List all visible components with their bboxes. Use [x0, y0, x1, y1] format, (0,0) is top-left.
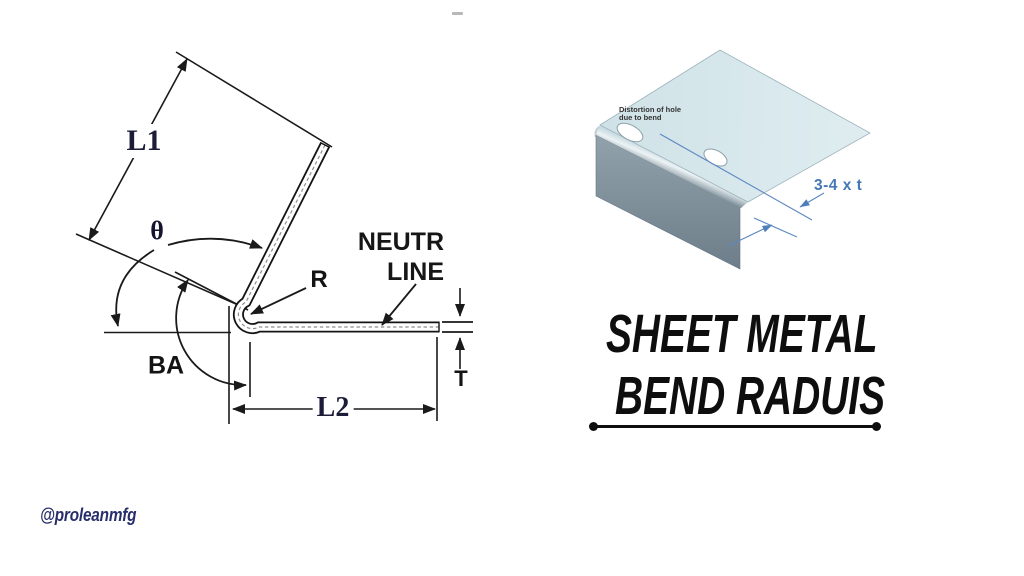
theta-arc-right — [167, 237, 263, 249]
bend-allowance-label: BA — [147, 351, 185, 380]
neutral-line-label-1: NEUTR — [357, 228, 444, 256]
neutral-line-label-2: LINE — [387, 258, 444, 286]
title-underline — [589, 422, 881, 431]
title-line-1: SHEET METAL — [606, 304, 878, 364]
title-line-2: BEND RADUIS — [615, 366, 886, 426]
theta-arc-left — [110, 249, 155, 327]
ba-arc — [175, 279, 247, 391]
underline-dot-right — [872, 422, 881, 431]
bracket-hole-distorted — [616, 122, 644, 143]
hole-distortion-annotation-line2: due to bend — [619, 112, 662, 122]
hole-distortion-annotation-line1: Distortion of hole — [619, 105, 682, 114]
extension-line-top — [175, 51, 333, 148]
dimension-l1-label: L1 — [122, 124, 166, 158]
angle-theta-label: θ — [150, 216, 164, 245]
dimension-l2-label: L2 — [312, 392, 354, 424]
neutral-line-leader-arrow — [381, 283, 417, 326]
bend-zone-arrow-upper — [799, 192, 825, 208]
bend-profile-diagram — [75, 51, 473, 424]
bend-zone-line-inner — [753, 217, 798, 238]
bend-radius-label: R — [310, 266, 328, 293]
thickness-label: T — [454, 366, 468, 391]
bend-zone-arrow-lower — [727, 224, 773, 247]
top-dash-artifact — [452, 12, 463, 15]
bracket-bend-band — [596, 125, 748, 208]
underline-dot-left — [589, 422, 598, 431]
watermark-handle: @proleanmfg — [40, 505, 137, 525]
bracket-top-face — [599, 49, 871, 203]
bend-zone-dimension-label: 3-4 x t — [814, 177, 863, 194]
r-leader-arrow — [250, 287, 307, 315]
bend-zone-line-outer — [659, 133, 813, 221]
hole-distortion-annotation: Distortion of hole due to bend — [619, 106, 681, 122]
bracket-illustration — [594, 49, 871, 270]
